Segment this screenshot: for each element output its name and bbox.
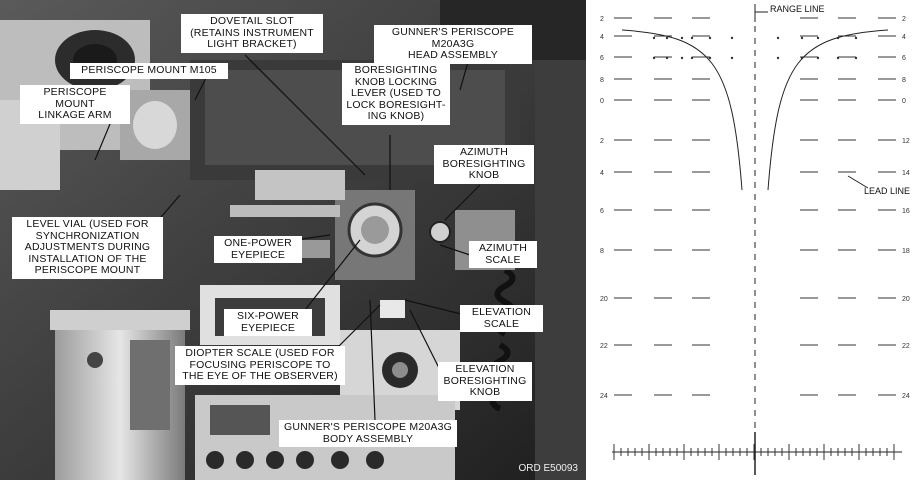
range-number-right: 22 [902,343,910,350]
reticle-dot [665,56,669,60]
callout-level-vial: LEVEL VIAL (USED FOR SYNCHRONIZATION ADJ… [12,217,163,279]
callout-dovetail-slot: DOVETAIL SLOT (RETAINS INSTRUMENT LIGHT … [181,14,323,53]
range-number-right: 20 [902,296,910,303]
range-number-right: 6 [902,55,906,62]
reticle-dot [690,56,694,60]
range-number-right: 16 [902,208,910,215]
callout-azimuth-scale: AZIMUTH SCALE [469,241,537,268]
reticle-dot [730,56,734,60]
range-number-left: 20 [600,296,608,303]
reticle-dot [800,36,804,40]
reticle-dot [708,36,712,40]
range-number-left: 2 [600,16,604,23]
range-line-label: RANGE LINE [770,4,825,14]
range-number-left: 2 [600,138,604,145]
reticle-dot [652,56,656,60]
range-number-left: 8 [600,248,604,255]
reticle-dot [854,36,858,40]
range-number-left: 6 [600,55,604,62]
reticle-dot [730,36,734,40]
callout-azimuth-knob: AZIMUTH BORESIGHTING KNOB [434,145,534,184]
reticle-dot [836,56,840,60]
reticle-dot [690,36,694,40]
range-number-right: 2 [902,16,906,23]
callout-elevation-scale: ELEVATION SCALE [460,305,543,332]
lead-curve-left [621,29,743,191]
range-number-left: 22 [600,343,608,350]
range-number-left: 24 [600,393,608,400]
range-number-right: 0 [902,98,906,105]
reticle-dot [665,36,669,40]
range-number-left: 4 [600,34,604,41]
reticle-dot [680,36,684,40]
callout-periscope-mount: PERISCOPE MOUNT M105 [70,63,228,79]
range-number-left: 6 [600,208,604,215]
lead-line-leader [847,175,869,189]
callout-body-assembly: GUNNER'S PERISCOPE M20A3G BODY ASSEMBLY [279,420,457,447]
reticle-dot [776,56,780,60]
callout-one-power-eyepiece: ONE-POWER EYEPIECE [214,236,302,263]
reticle-dot [680,56,684,60]
range-number-right: 12 [902,138,910,145]
lead-line-label: LEAD LINE [864,186,911,196]
callout-diopter-scale: DIOPTER SCALE (USED FOR FOCUSING PERISCO… [175,346,345,385]
callout-locking-lever: BORESIGHTING KNOB LOCKING LEVER (USED TO… [342,63,450,125]
range-number-right: 8 [902,77,906,84]
reticle-dot [708,56,712,60]
lead-curve-right [767,29,889,191]
reticle-dot [652,36,656,40]
callout-head-assembly: GUNNER'S PERISCOPE M20A3G HEAD ASSEMBLY [374,25,532,64]
callout-six-power-eyepiece: SIX-POWER EYEPIECE [224,309,312,336]
range-number-right: 24 [902,393,910,400]
reticle-dot [854,56,858,60]
callout-linkage-arm: PERISCOPE MOUNT LINKAGE ARM [20,85,130,124]
periscope-photo: DOVETAIL SLOT (RETAINS INSTRUMENT LIGHT … [0,0,586,480]
range-number-left: 0 [600,98,604,105]
reticle-dot [816,36,820,40]
range-number-right: 18 [902,248,910,255]
range-number-right: 4 [902,34,906,41]
reticle-dot [776,36,780,40]
ord-number: ORD E50093 [518,463,578,474]
range-number-left: 8 [600,77,604,84]
range-number-left: 4 [600,170,604,177]
reticle-dot [816,56,820,60]
range-number-right: 14 [902,170,910,177]
callout-elevation-knob: ELEVATION BORESIGHTING KNOB [438,362,532,401]
